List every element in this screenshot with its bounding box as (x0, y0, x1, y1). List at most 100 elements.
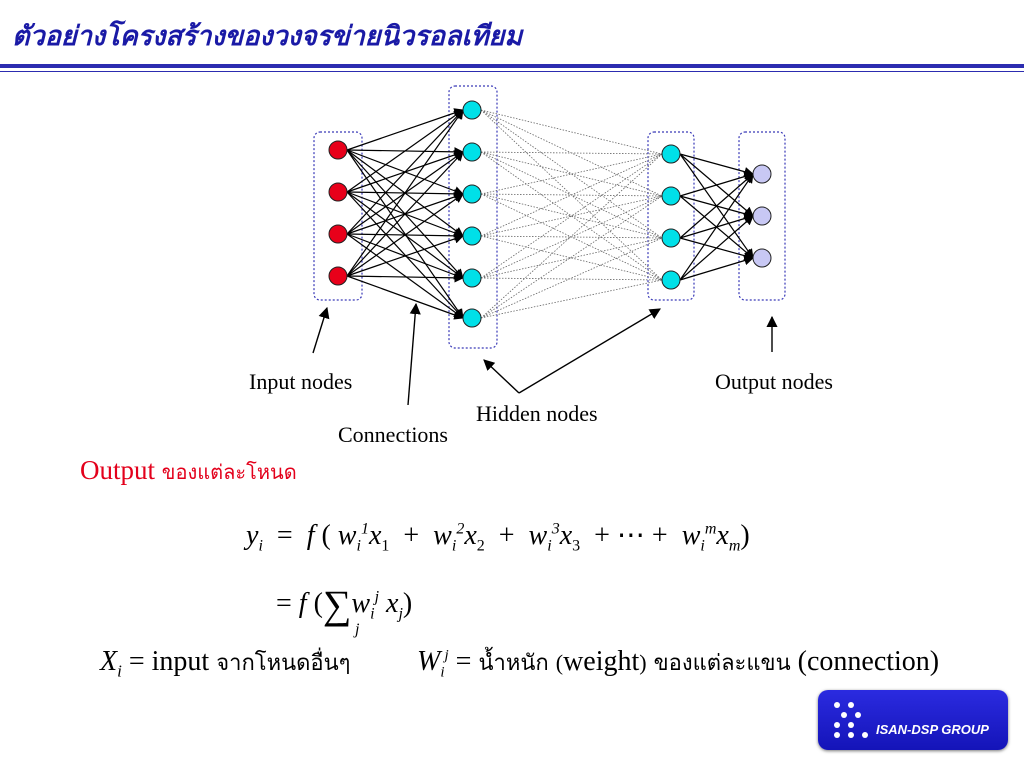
eq-w1-sub: i (356, 537, 361, 555)
connection-0-3-3 (346, 234, 464, 277)
isan-dsp-logo: ISAN-DSP GROUP (818, 690, 1008, 750)
eq-wm-sup: m (704, 520, 717, 538)
connection-0-3-1 (346, 151, 464, 277)
node-input-2 (328, 182, 348, 202)
connection-0-3-2 (346, 193, 464, 277)
node-output-1 (752, 164, 772, 184)
title-underline-thick (0, 64, 1024, 68)
eq2-w-sub: i (370, 605, 375, 623)
node-hidden-1-2 (462, 142, 482, 162)
slide-title: ตัวอย่างโครงสร้างของวงจรข่ายนิวรอลเทียม (12, 21, 523, 51)
eq-w2-sub: i (451, 537, 457, 555)
def-w-sub: i (440, 664, 445, 681)
connection-2-2-0 (679, 173, 754, 239)
eq-y: y (246, 520, 259, 551)
connection-1-4-3 (480, 277, 663, 281)
connection-1-4-2 (480, 237, 663, 279)
output-heading-en: Output (80, 455, 156, 485)
layer-box-hidden-2 (647, 131, 695, 301)
eq-x1: x (368, 520, 382, 551)
w-definition: Wij = น้ำหนัก (weight) ของแต่ละแขน (conn… (417, 646, 940, 681)
sum-symbol: ∑ (322, 582, 352, 627)
pointer-input-nodes (312, 306, 330, 354)
eq-dots: ⋯ (616, 520, 645, 551)
connection-1-2-0 (480, 153, 663, 195)
node-hidden-1-6 (462, 308, 482, 328)
eq2-f: f (298, 588, 307, 619)
eq-w2: w (433, 520, 452, 551)
connection-1-5-1 (480, 195, 663, 319)
node-hidden-2-2 (661, 186, 681, 206)
connection-0-2-0 (346, 109, 464, 235)
eq-wm: w (681, 520, 701, 551)
pointer-connections (407, 302, 421, 406)
def-x-en: input (151, 646, 210, 677)
x-definition: Xi = input จากโหนดอื่นๆ (100, 646, 351, 681)
node-input-4 (328, 266, 348, 286)
logo-dots-icon (830, 700, 880, 740)
eq-w1-sup: 1 (360, 520, 369, 538)
node-hidden-2-4 (661, 270, 681, 290)
eq-w3-sup: 3 (551, 520, 560, 538)
connection-1-4-1 (480, 195, 663, 279)
output-nodes-label: Output nodes (715, 369, 833, 394)
eq-f: f (306, 520, 315, 551)
connection-2-3-0 (679, 173, 754, 281)
eq2-w-sup: j (374, 588, 380, 606)
def-w: W (417, 646, 441, 677)
node-input-3 (328, 224, 348, 244)
connections-label: Connections (338, 422, 448, 447)
connection-2-3-2 (679, 255, 754, 281)
layer-box-input (313, 131, 363, 301)
connection-1-1-3 (480, 151, 663, 281)
neural-network-diagram (312, 85, 786, 406)
node-input-1 (328, 140, 348, 160)
node-hidden-1-4 (462, 226, 482, 246)
connection-1-5-3 (480, 279, 663, 319)
connection-1-3-1 (480, 195, 663, 237)
eq-w3-sub: i (547, 537, 552, 555)
pointer-hidden-right (518, 308, 661, 394)
connection-0-3-5 (346, 275, 464, 320)
logo-text: ISAN-DSP GROUP (876, 722, 989, 737)
node-hidden-1-5 (462, 268, 482, 288)
connection-1-2-2 (480, 193, 663, 239)
eq2-w: w (351, 588, 371, 619)
equation-line-1: yi = f ( wi1x1 + wi2x2 + wi3x3 + ⋯ + wim… (246, 520, 750, 555)
eq-x2: x (464, 520, 477, 551)
connection-2-3-1 (679, 215, 754, 281)
connection-0-3-4 (346, 273, 464, 283)
eq-w3: w (528, 520, 548, 551)
node-hidden-2-3 (661, 228, 681, 248)
equation-line-2: = f (∑wij xj) (276, 582, 413, 627)
eq-x1-sub: 1 (381, 537, 390, 555)
def-w-sup: j (444, 647, 449, 664)
def-w-th1: น้ำหนัก (478, 650, 549, 675)
pointer-hidden-left (483, 359, 520, 394)
node-output-2 (752, 206, 772, 226)
eq-xm: x (716, 520, 729, 551)
hidden-nodes-label: Hidden nodes (476, 401, 598, 426)
eq-w2-sup: 2 (456, 520, 465, 538)
def-x-sub: i (117, 661, 122, 681)
connection-0-1-5 (346, 191, 464, 319)
node-hidden-2-1 (661, 144, 681, 164)
output-heading-th: ของแต่ละโหนด (161, 462, 297, 484)
connection-1-1-0 (480, 151, 663, 155)
eq-x3-sub: 3 (572, 537, 581, 555)
connection-1-3-0 (480, 153, 663, 237)
node-hidden-1-3 (462, 184, 482, 204)
connection-0-3-0 (346, 109, 464, 277)
connection-1-3-3 (480, 235, 663, 281)
connection-0-1-0 (346, 109, 464, 193)
eq-y-sub: i (258, 537, 263, 555)
eq2-x: x (386, 588, 399, 619)
node-output-3 (752, 248, 772, 268)
connection-2-0-0 (679, 153, 754, 177)
connection-1-0-0 (480, 109, 663, 155)
eq2-x-sub: j (398, 605, 403, 623)
connection-0-0-0 (346, 108, 464, 151)
def-x: X (100, 646, 118, 677)
def-w-th2: ของแต่ละแขน (653, 650, 791, 675)
